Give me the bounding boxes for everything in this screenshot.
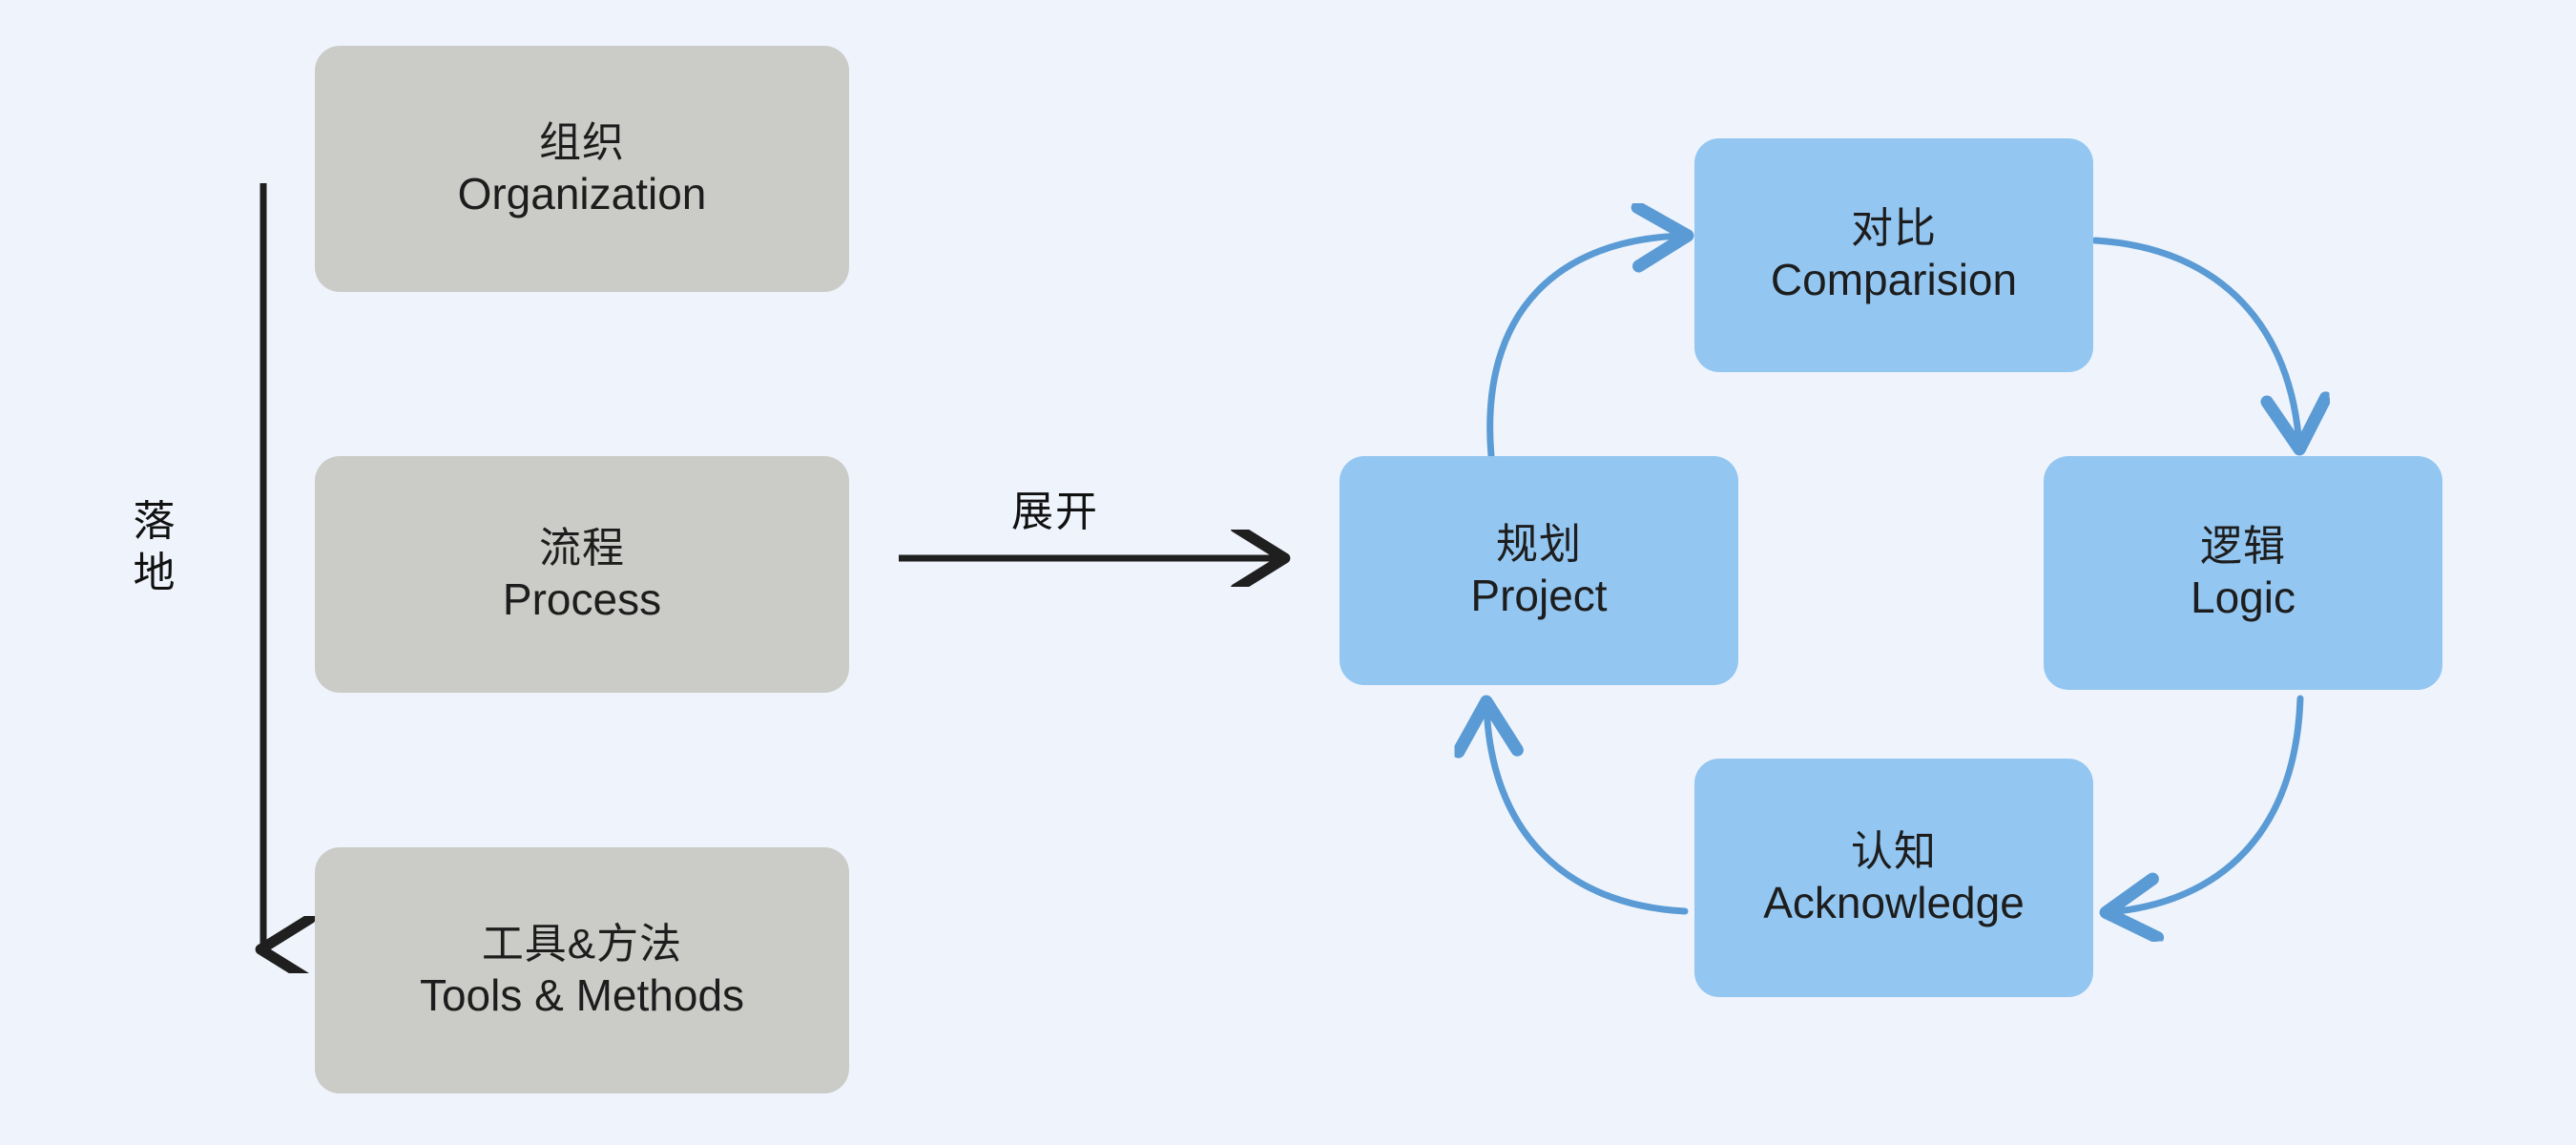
arc-project-to-comparision [1486,236,1685,460]
vertical-flow-label: 落 地 [124,496,185,598]
vertical-flow-arrow [114,183,334,973]
arc-acknowledge-to-project [1486,704,1689,915]
node-project-en: Project [1470,570,1608,620]
node-process-en: Process [502,573,662,624]
node-tools-and-methods[interactable]: 工具&方法 Tools & Methods [315,847,849,1093]
expand-connector-label: 展开 [1011,489,1099,535]
vertical-flow-label-char-2: 地 [133,549,177,596]
node-organization-en: Organization [457,168,707,219]
node-tools-cn: 工具&方法 [481,920,683,968]
node-logic-en: Logic [2191,572,2296,623]
node-comparision[interactable]: 对比 Comparision [1694,138,2093,372]
node-process-cn: 流程 [539,524,625,572]
node-organization[interactable]: 组织 Organization [315,46,849,292]
node-project-cn: 规划 [1496,520,1582,568]
expand-connector-arrow [899,530,1298,587]
node-acknowledge-cn: 认知 [1851,827,1937,875]
node-acknowledge[interactable]: 认知 Acknowledge [1694,759,2093,997]
vertical-flow-label-char-1: 落 [133,498,177,545]
node-organization-cn: 组织 [539,118,625,166]
node-acknowledge-en: Acknowledge [1763,877,2025,927]
node-process[interactable]: 流程 Process [315,456,849,693]
node-tools-en: Tools & Methods [419,969,745,1020]
node-comparision-en: Comparision [1770,255,2018,305]
node-logic-cn: 逻辑 [2200,523,2286,571]
arc-logic-to-acknowledge [2109,695,2304,912]
node-project[interactable]: 规划 Project [1340,456,1738,685]
node-comparision-cn: 对比 [1851,205,1937,253]
arc-comparision-to-logic [2091,237,2299,447]
node-logic[interactable]: 逻辑 Logic [2044,456,2442,690]
